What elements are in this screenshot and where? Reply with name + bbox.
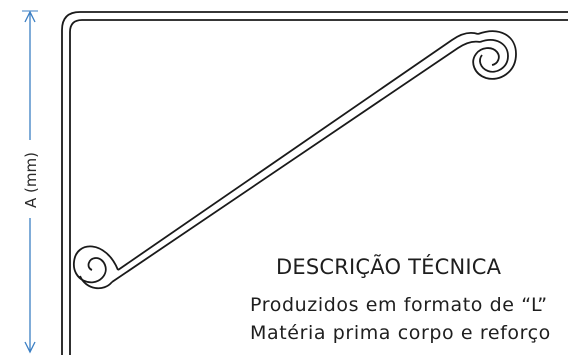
description-line: Produzidos em formato de “L” xyxy=(250,294,548,316)
dimension-line xyxy=(20,10,40,354)
bottom-scroll-ornament xyxy=(73,245,119,290)
top-scroll-ornament xyxy=(472,30,517,80)
bracket-frame xyxy=(61,11,568,355)
diagonal-brace xyxy=(111,31,481,283)
dimension-label: A (mm) xyxy=(22,152,40,208)
description-line: Matéria prima corpo e reforço xyxy=(250,322,551,344)
technical-description-heading: DESCRIÇÃO TÉCNICA xyxy=(276,255,502,279)
